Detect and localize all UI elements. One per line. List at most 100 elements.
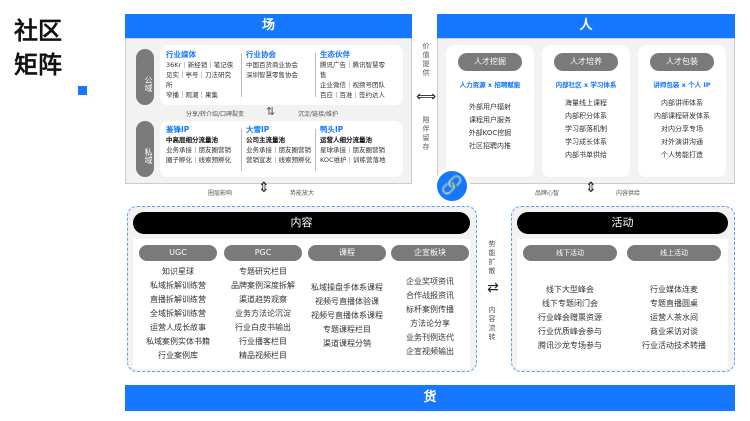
private-domain-label: 私域 bbox=[136, 121, 154, 177]
list-item: 线下专题闭门会 bbox=[542, 299, 598, 308]
column-divider bbox=[315, 129, 316, 171]
activity-body: 线下活动线下大型峰会线下专题闭门会行业峰会赠票资源行业优质峰会参与腾讯沙龙专场参… bbox=[517, 239, 728, 369]
public-column: 行业协会中国百货商业协会深圳智慧零售协会 bbox=[246, 50, 324, 80]
goods-header: 货 bbox=[125, 385, 735, 411]
column-line: 所 bbox=[166, 81, 173, 89]
column-title: 鸭头IP bbox=[320, 125, 344, 134]
flow-left-text: 分享/转介绍/口碑裂变 bbox=[186, 111, 245, 118]
list-item: 渠道课程分销 bbox=[323, 339, 371, 348]
column-subtitle: 运营人细分流量池 bbox=[320, 136, 372, 144]
bidirectional-arrow-icon: ⟺ bbox=[415, 89, 437, 105]
content-category-pill: PGC bbox=[224, 245, 302, 261]
page-title: 社区矩阵 bbox=[14, 17, 62, 79]
list-item: 行业峰会赠票资源 bbox=[538, 313, 602, 322]
list-item: 业务刊例迭代 bbox=[406, 333, 454, 342]
column-line: 腾讯广告｜腾讯智慧零 bbox=[320, 61, 385, 69]
column-title: 行业媒体 bbox=[166, 50, 196, 59]
people-card: 人才包装讲师包装 x 个人 IP 内部讲师体系内部课程研发体系对内分享专场对外演讲… bbox=[638, 45, 726, 177]
column-line: 见实｜亭号｜刀法研究 bbox=[166, 71, 231, 79]
cycle-arrows-icon: ⇄ bbox=[487, 280, 499, 296]
list-item: 私域案例实体书籍 bbox=[146, 337, 210, 346]
list-item: 专题课程栏目 bbox=[323, 325, 371, 334]
list-item: 标杆案例传播 bbox=[406, 305, 454, 314]
people-card: 人才培养内部社区 x 学习体系海量线上课程内部积分体系学习部落机制学习成长体系内… bbox=[542, 45, 630, 177]
list-item: 外部用户辐射 bbox=[469, 103, 511, 111]
column-title: 行业协会 bbox=[246, 50, 276, 59]
content-category-pill: 企宣板块 bbox=[391, 245, 469, 261]
momentum-amplify-text: 势能放大 bbox=[290, 190, 315, 197]
activity-category-pill: 线下活动 bbox=[523, 245, 617, 261]
column-line: 窄播｜观潮｜果集 bbox=[166, 91, 218, 99]
column-line: 36Kr｜新经销｜笔记侠 bbox=[166, 61, 234, 69]
public-domain-label: 公域 bbox=[136, 49, 154, 105]
people-pill: 人才挖掘 bbox=[458, 53, 522, 71]
activity-category-pill: 线上活动 bbox=[627, 245, 721, 261]
exchange-icon: ⇅ bbox=[266, 105, 276, 118]
column-line: 中国百货商业协会 bbox=[246, 61, 298, 69]
list-item: 视频号直播体验课 bbox=[315, 297, 379, 306]
content-category-pill: UGC bbox=[139, 245, 217, 261]
content-list: 企业奖项资讯合作战报资讯标杆案例传播方法论分享业务刊例迭代企宣视频输出 bbox=[387, 275, 473, 359]
list-item: 学习部落机制 bbox=[565, 125, 607, 133]
list-item: 运营人茶水间 bbox=[650, 313, 698, 322]
list-item: 腾讯沙龙专场参与 bbox=[538, 341, 602, 350]
list-item: 全域拆解训练营 bbox=[150, 309, 206, 318]
column-line: 企业微信｜视频号团队 bbox=[320, 81, 385, 89]
list-item: 行业优质峰会参与 bbox=[538, 327, 602, 336]
column-title: 生态伙伴 bbox=[320, 50, 350, 59]
list-item: 对外演讲沟通 bbox=[661, 138, 703, 146]
column-subtitle: 中高层细分流量池 bbox=[166, 136, 218, 144]
people-pill: 人才包装 bbox=[650, 53, 714, 71]
people-list: 内部讲师体系内部课程研发体系对内分享专场对外演讲沟通个人势能打造 bbox=[638, 97, 726, 162]
list-item: 合作战报资讯 bbox=[406, 291, 454, 300]
list-item: 业务方法论沉淀 bbox=[235, 309, 291, 318]
list-item: 内部讲师体系 bbox=[661, 99, 703, 107]
people-header: 人 bbox=[437, 14, 735, 38]
list-item: 行业案例库 bbox=[158, 351, 198, 360]
list-item: 视频号直播体系课程 bbox=[311, 311, 383, 320]
content-list: 知识星球私域拆解训练营直播拆解训练营全域拆解训练营运营人成长故事私域案例实体书籍… bbox=[135, 265, 221, 363]
column-line: 营销宣发｜线索预孵化 bbox=[246, 156, 311, 164]
people-subtitle: 人力资源 x 招聘赋能 bbox=[459, 81, 521, 89]
people-subtitle: 内部社区 x 学习体系 bbox=[555, 81, 617, 89]
activity-list: 行业媒体连麦专题直播圆桌运营人茶水间商业采访对谈行业活动技术转播 bbox=[623, 283, 725, 353]
momentum-spread-text: 势能扩散 bbox=[488, 240, 496, 275]
flow-right-text: 沉淀/链接/维护 bbox=[298, 111, 339, 118]
list-item: 社区招聘内推 bbox=[469, 142, 511, 150]
column-line: KOC维护｜训练营落地 bbox=[320, 156, 386, 164]
public-card: 行业媒体 36Kr｜新经销｜笔记侠见实｜亭号｜刀法研究所窄播｜观潮｜果集 行业协会中… bbox=[160, 45, 403, 105]
column-subtitle: 公司主流量池 bbox=[246, 136, 285, 144]
content-list: 私域操盘手体系课程视频号直播体验课视频号直播体系课程专题课程栏目渠道课程分销 bbox=[304, 281, 390, 351]
list-item: 品牌案例深度拆解 bbox=[231, 281, 295, 290]
list-item: 方法论分享 bbox=[410, 319, 450, 328]
list-item: 运营人成长故事 bbox=[150, 323, 206, 332]
list-item: 内部课程研发体系 bbox=[654, 112, 710, 120]
column-title: 大雪IP bbox=[246, 125, 270, 134]
decorative-square bbox=[78, 86, 87, 95]
people-subtitle: 讲师包装 x 个人 IP bbox=[653, 81, 711, 89]
content-header: 内容 bbox=[133, 212, 470, 234]
content-supply-text: 内容供给 bbox=[616, 190, 641, 197]
list-item: 行业白皮书输出 bbox=[235, 323, 291, 332]
people-panel: 人才挖掘人力资源 x 招聘赋能外部用户辐射课程用户服务外部KOC挖掘社区招聘内推… bbox=[437, 38, 735, 184]
list-item: 学习成长体系 bbox=[565, 138, 607, 146]
activity-header: 活动 bbox=[517, 212, 728, 234]
list-item: 私域拆解训练营 bbox=[150, 281, 206, 290]
field-header: 场 bbox=[125, 14, 412, 38]
activity-section: 活动 线下活动线下大型峰会线下专题闭门会行业峰会赠票资源行业优质峰会参与腾讯沙龙… bbox=[511, 206, 735, 372]
list-item: 对内分享专场 bbox=[661, 125, 703, 133]
public-column: 行业媒体 36Kr｜新经销｜笔记侠见实｜亭号｜刀法研究所窄播｜观潮｜果集 bbox=[166, 50, 244, 100]
public-column: 生态伙伴腾讯广告｜腾讯智慧零售企业微信｜视频号团队百应｜百准｜签约达人 bbox=[320, 50, 398, 100]
list-item: 商业采访对谈 bbox=[650, 327, 698, 336]
list-item: 线下大型峰会 bbox=[546, 285, 594, 294]
activity-list: 线下大型峰会线下专题闭门会行业峰会赠票资源行业优质峰会参与腾讯沙龙专场参与 bbox=[519, 283, 621, 353]
list-item: 知识星球 bbox=[162, 267, 194, 276]
brand-mind-text: 品牌心智 bbox=[535, 190, 560, 197]
list-item: 内部积分体系 bbox=[565, 112, 607, 120]
column-line: 业务承接｜朋友圈营销 bbox=[166, 146, 231, 154]
people-list: 外部用户辐射课程用户服务外部KOC挖掘社区招聘内推 bbox=[446, 101, 534, 153]
